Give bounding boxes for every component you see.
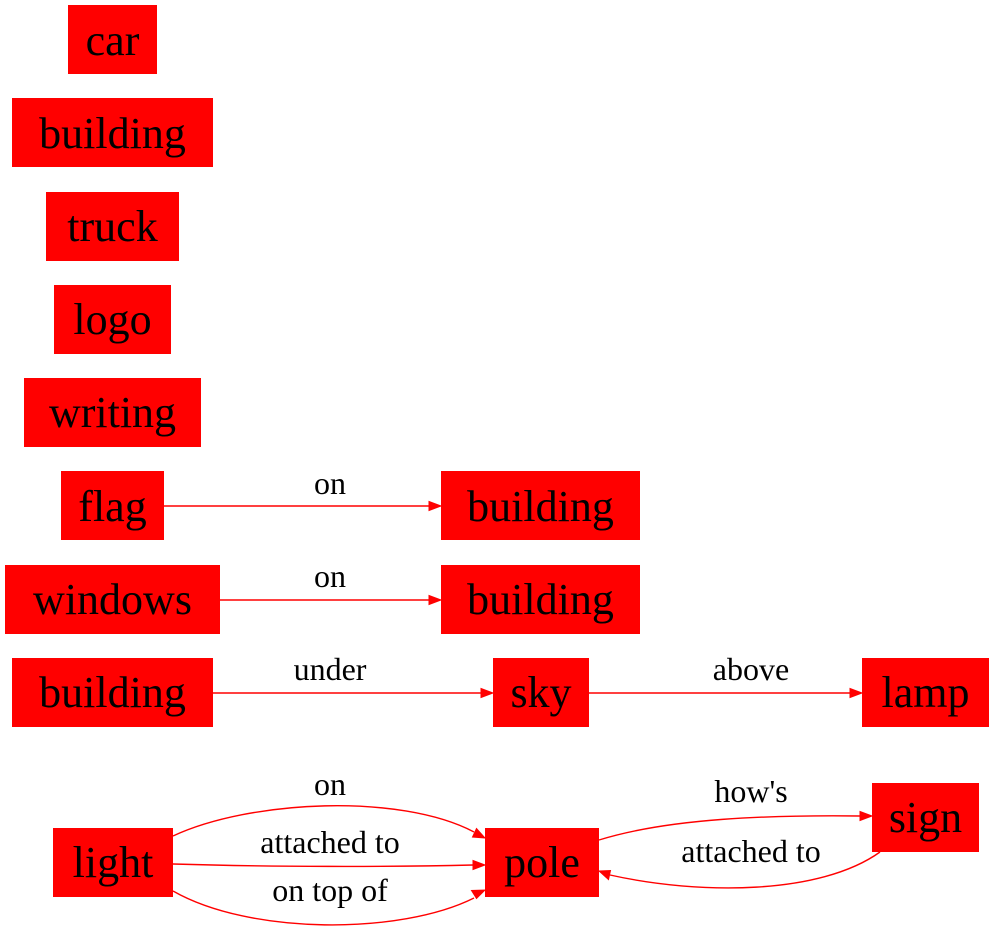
node-building-1-label: building [39, 109, 186, 158]
node-lamp-label: lamp [882, 668, 970, 717]
edge-light-attached-to-pole-arrowhead [472, 859, 487, 871]
edge-light-attached-to-pole-label: attached to [260, 824, 399, 860]
edge-light-on-top-of-pole: on top of [172, 872, 487, 926]
edge-pole-hows-sign-label: how's [714, 773, 787, 809]
node-light: light [53, 828, 173, 897]
edge-light-on-pole-arrowhead [471, 827, 487, 839]
node-lamp: lamp [862, 658, 989, 727]
edge-light-on-top-of-pole-line [172, 890, 475, 926]
edge-building-under-sky-label: under [294, 651, 367, 687]
edge-light-on-pole-label: on [314, 766, 346, 802]
edge-windows-on-building: on [220, 558, 443, 606]
node-car-label: car [86, 16, 140, 65]
node-pole-label: pole [504, 838, 580, 887]
node-sky-label: sky [510, 668, 571, 717]
edge-sign-attached-to-pole-arrowhead [597, 869, 612, 881]
edge-building-under-sky-arrowhead [480, 687, 495, 699]
node-logo-label: logo [73, 295, 151, 344]
node-building-4-label: building [39, 668, 186, 717]
edge-flag-on-building: on [164, 465, 443, 512]
node-flag-label: flag [78, 482, 146, 531]
node-sign-label: sign [889, 793, 962, 842]
node-building-4: building [12, 658, 213, 727]
edge-light-on-top-of-pole-label: on top of [272, 872, 388, 908]
edge-sky-above-lamp-arrowhead [849, 687, 864, 699]
edge-sign-attached-to-pole: attached to [597, 833, 881, 889]
edge-light-on-top-of-pole-arrowhead [470, 889, 487, 900]
node-light-label: light [73, 838, 154, 887]
node-building-1: building [12, 98, 213, 167]
edge-sign-attached-to-pole-line [609, 851, 881, 889]
edge-sky-above-lamp: above [589, 651, 864, 699]
edge-windows-on-building-label: on [314, 558, 346, 594]
node-truck: truck [46, 192, 179, 261]
node-truck-label: truck [67, 202, 157, 251]
edge-pole-hows-sign-line [598, 815, 861, 841]
edge-flag-on-building-arrowhead [428, 500, 443, 512]
edge-sky-above-lamp-label: above [713, 651, 789, 687]
edge-light-on-pole: on [172, 766, 487, 839]
node-sign: sign [872, 783, 979, 852]
edge-windows-on-building-arrowhead [428, 594, 443, 606]
edge-flag-on-building-label: on [314, 465, 346, 501]
node-car: car [68, 5, 157, 74]
edge-pole-hows-sign: how's [598, 773, 874, 841]
node-building-3-label: building [467, 575, 614, 624]
edge-light-attached-to-pole-line [172, 863, 474, 868]
node-writing-label: writing [49, 388, 176, 437]
node-windows-label: windows [33, 575, 192, 624]
node-flag: flag [61, 471, 164, 540]
node-windows: windows [5, 565, 220, 634]
edge-building-under-sky: under [213, 651, 495, 699]
edge-pole-hows-sign-arrowhead [859, 810, 874, 822]
node-writing: writing [24, 378, 201, 447]
node-pole: pole [485, 828, 599, 897]
node-building-2: building [441, 471, 640, 540]
edge-sign-attached-to-pole-label: attached to [681, 833, 820, 869]
edge-light-attached-to-pole: attached to [172, 824, 487, 871]
edge-light-on-pole-line [172, 805, 475, 837]
node-sky: sky [493, 658, 589, 727]
node-building-3: building [441, 565, 640, 634]
node-logo: logo [54, 285, 171, 354]
node-building-2-label: building [467, 482, 614, 531]
